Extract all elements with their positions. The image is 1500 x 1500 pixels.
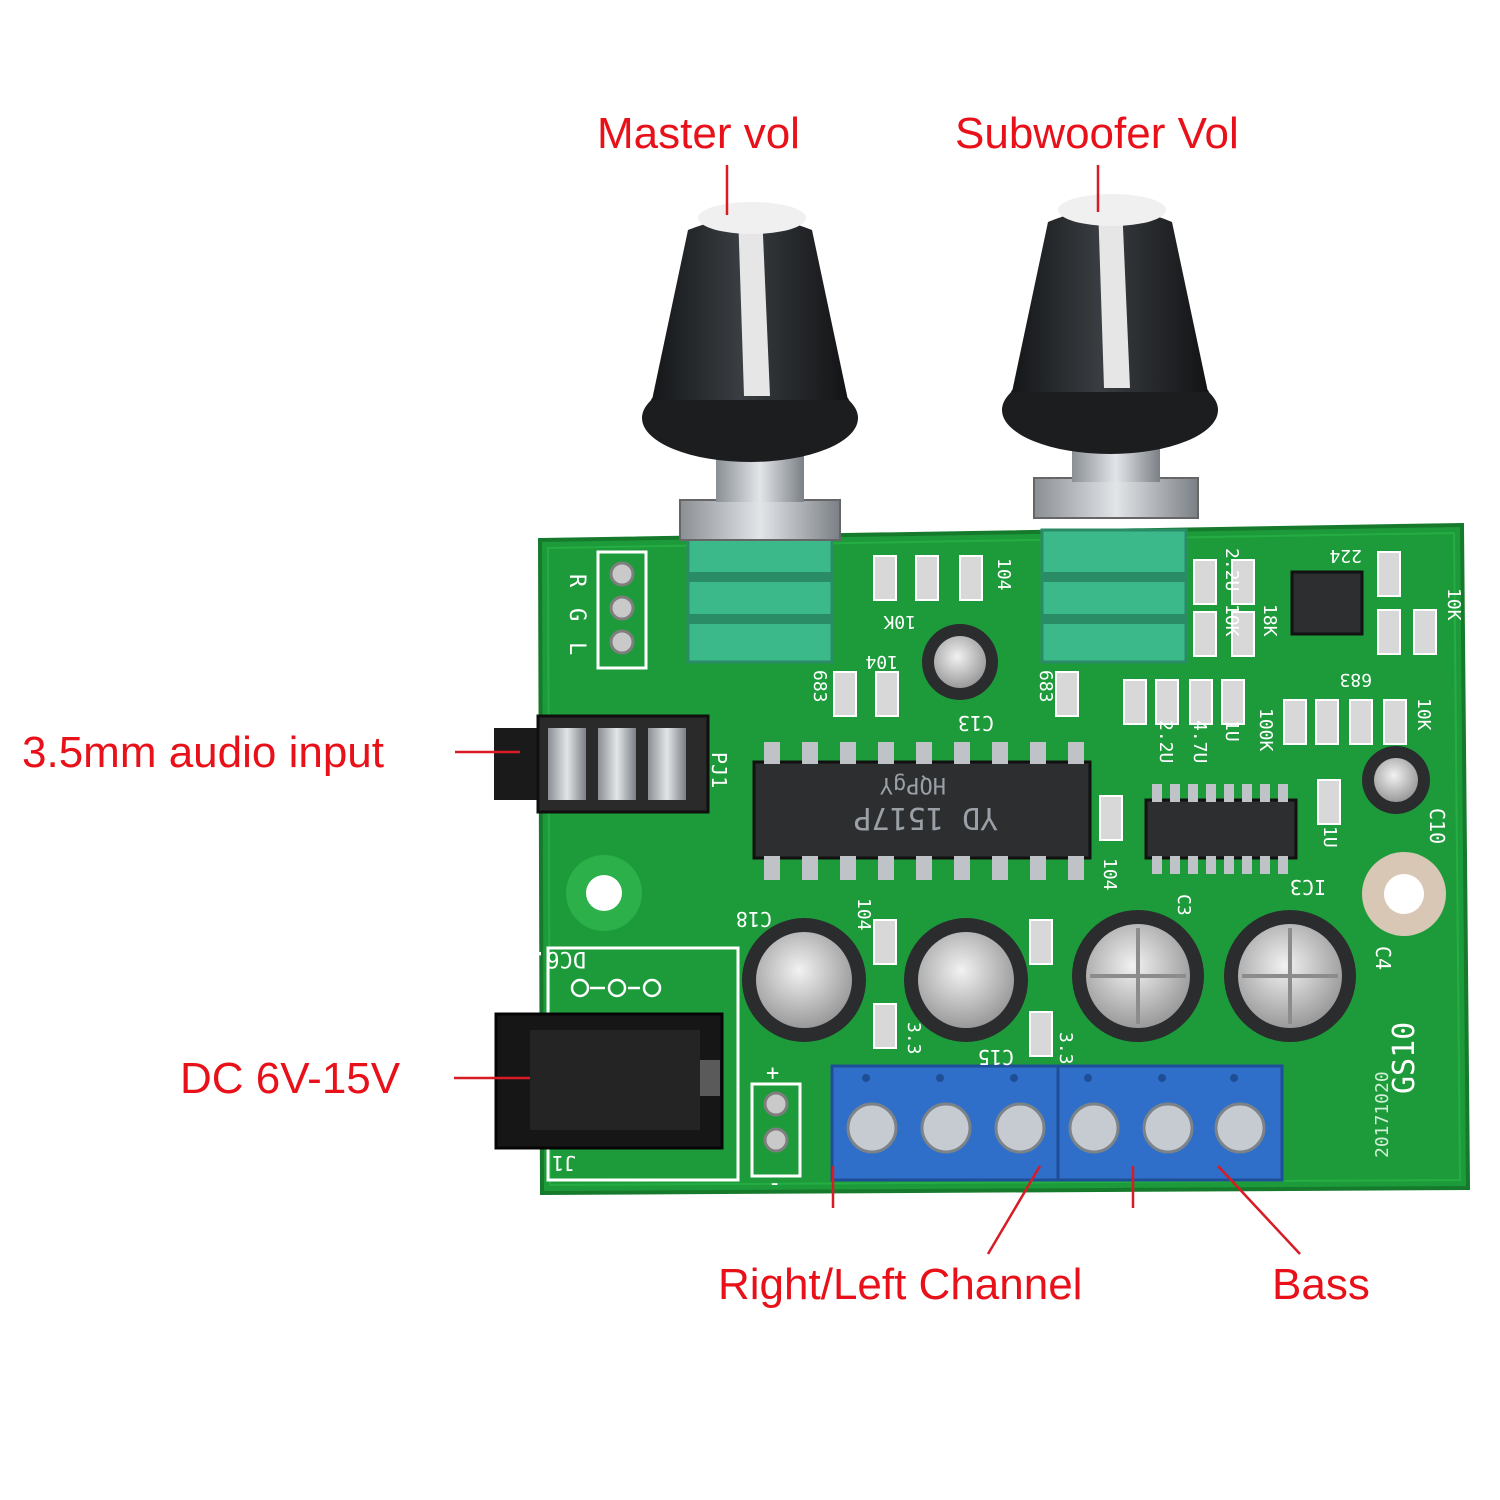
callout-bass: Bass bbox=[1272, 1260, 1370, 1309]
val-10k-c: 10K bbox=[1443, 588, 1464, 621]
potentiometer-knob-icon bbox=[1002, 194, 1218, 454]
header-pin-r: R bbox=[564, 574, 589, 588]
capacitor-icon bbox=[1362, 746, 1430, 814]
subwoofer-potentiometer bbox=[1033, 426, 1199, 664]
header-pin-g: G bbox=[564, 608, 589, 621]
val-104-c: 104 bbox=[853, 898, 874, 931]
capacitor-icon bbox=[742, 918, 866, 1042]
val-2u2-b: 2.2U bbox=[1155, 720, 1176, 763]
val-10k-a: 10K bbox=[883, 611, 916, 632]
val-18k: 18K bbox=[1259, 604, 1280, 637]
audio-jack-icon bbox=[494, 714, 710, 814]
mounting-hole-left bbox=[566, 855, 642, 931]
val-104-d: 104 bbox=[1099, 858, 1120, 891]
pwr-plus: + bbox=[766, 1061, 779, 1086]
callout-audio-input: 3.5mm audio input bbox=[22, 728, 384, 777]
capacitor-icon bbox=[922, 624, 998, 700]
date-code: 20171020 bbox=[1372, 1071, 1393, 1158]
callout-master-vol: Master vol bbox=[597, 109, 800, 158]
val-224: 224 bbox=[1329, 545, 1362, 566]
ref-c3: C3 bbox=[1173, 894, 1194, 916]
val-2u2-a: 2.2U bbox=[1221, 548, 1242, 591]
ref-c13: C13 bbox=[958, 711, 994, 735]
dc-rating: DC6.5-15V bbox=[467, 946, 586, 971]
jack-ref: PJ1 bbox=[707, 752, 731, 788]
capacitor-icon bbox=[904, 918, 1028, 1042]
input-header bbox=[596, 550, 648, 670]
capacitor-icon bbox=[1072, 910, 1204, 1042]
leader-lines bbox=[454, 165, 1301, 1255]
val-683-a: 683 bbox=[809, 670, 830, 703]
val-1u-b: 1U bbox=[1319, 826, 1340, 848]
ic-chip-icon bbox=[752, 742, 1092, 880]
dc-ref: J1 bbox=[552, 1151, 576, 1175]
callout-subwoofer-vol: Subwoofer Vol bbox=[955, 109, 1239, 158]
val-104-a: 104 bbox=[993, 558, 1014, 591]
val-100k: 100K bbox=[1255, 708, 1276, 752]
callout-dc-power: DC 6V-15V bbox=[180, 1054, 401, 1103]
screw-terminal-icon bbox=[830, 1064, 1284, 1182]
master-potentiometer bbox=[679, 446, 841, 664]
val-47u: 4.7U bbox=[1189, 720, 1210, 763]
val-1u-a: 1U bbox=[1221, 720, 1242, 742]
board-id: GS10 bbox=[1387, 1022, 1422, 1094]
ic-chip-icon bbox=[1144, 570, 1364, 874]
val-10k-d: 10K bbox=[1413, 698, 1434, 731]
val-10k-b: 10K bbox=[1221, 604, 1242, 637]
callout-right-left-channel: Right/Left Channel bbox=[718, 1260, 1083, 1309]
potentiometer-knob-icon bbox=[642, 202, 858, 462]
val-3n3-a: 3.3 bbox=[903, 1022, 924, 1055]
header-pin-l: L bbox=[564, 642, 589, 655]
val-3n3-b: 3.3 bbox=[1055, 1032, 1076, 1065]
val-104-b: 104 bbox=[865, 651, 898, 672]
ic-main-label: YD 1517P bbox=[854, 800, 999, 835]
val-683-b: 683 bbox=[1035, 670, 1056, 703]
smd-components bbox=[833, 551, 1437, 1057]
power-pads bbox=[750, 1082, 802, 1178]
capacitor-icon bbox=[1224, 910, 1356, 1042]
ref-c18: C18 bbox=[736, 907, 772, 931]
pwr-minus: - bbox=[768, 1171, 781, 1196]
ref-c15: C15 bbox=[978, 1045, 1014, 1069]
val-683-c: 683 bbox=[1339, 669, 1372, 690]
ic-aux-ref: IC3 bbox=[1290, 875, 1326, 899]
ref-c10: C10 bbox=[1425, 808, 1449, 844]
dc-barrel-jack-icon bbox=[494, 1012, 724, 1150]
ref-c4: C4 bbox=[1371, 946, 1395, 970]
ic-main-code: HQPgY bbox=[880, 772, 946, 797]
mounting-hole-right bbox=[1362, 852, 1446, 936]
